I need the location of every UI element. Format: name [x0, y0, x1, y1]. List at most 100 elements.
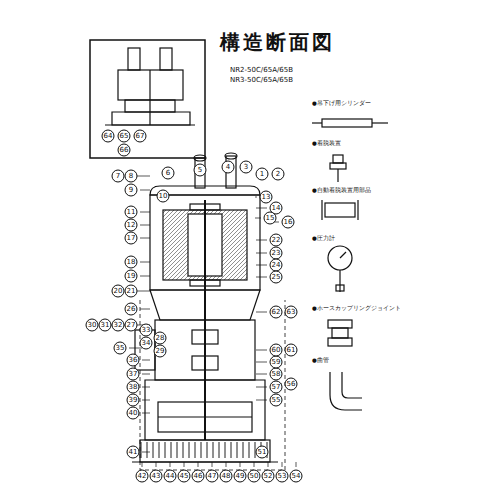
callout-number: 54 — [290, 470, 303, 483]
callout-number: 22 — [270, 234, 283, 247]
callout-number: 8 — [125, 170, 138, 183]
callout-number: 58 — [270, 368, 283, 381]
leader-line — [140, 309, 150, 310]
callout-number: 32 — [112, 319, 125, 332]
callout-number: 46 — [192, 470, 205, 483]
leader-line — [140, 238, 150, 239]
fitting-icon — [330, 155, 346, 182]
callout-number: 30 — [86, 319, 99, 332]
callout-number: 1 — [256, 168, 269, 181]
leader-line — [296, 462, 297, 467]
leader-line — [140, 176, 150, 177]
callout-number: 4 — [222, 161, 235, 174]
leader-line — [268, 462, 269, 467]
leader-line — [255, 197, 257, 198]
leader-line — [140, 291, 150, 292]
callout-number: 19 — [125, 270, 138, 283]
leader-line — [256, 362, 267, 363]
leader-line — [142, 387, 150, 388]
callout-number: 12 — [125, 219, 138, 232]
callout-number: 42 — [136, 470, 149, 483]
callout-number: 43 — [150, 470, 163, 483]
callout-number: 5 — [194, 164, 207, 177]
leader-line — [282, 462, 283, 467]
model-name: NR2-50C/65A/65B — [230, 66, 293, 74]
accessory-name: ●ホースカップリングジョイント — [312, 305, 401, 312]
callout-number: 45 — [178, 470, 191, 483]
callout-number: 3 — [240, 161, 253, 174]
pump-section — [90, 40, 285, 470]
gauge-icon — [328, 246, 352, 292]
accessory-name: ●着脱装置 — [312, 140, 341, 147]
leader-line — [198, 462, 199, 467]
cylinder-icon — [312, 119, 388, 127]
callout-number: 13 — [260, 191, 273, 204]
callout-number: 52 — [262, 470, 275, 483]
callout-number: 64 — [102, 130, 115, 143]
callout-number: 33 — [140, 324, 153, 337]
inset-pump — [105, 48, 195, 125]
callout-number: 26 — [125, 303, 138, 316]
callout-number: 21 — [125, 285, 138, 298]
callout-number: 20 — [112, 285, 125, 298]
leader-line — [256, 240, 267, 241]
callout-number: 50 — [248, 470, 261, 483]
callout-number: 34 — [140, 337, 153, 350]
callout-number: 36 — [127, 354, 140, 367]
callout-number: 41 — [127, 446, 140, 459]
callout-number: 9 — [125, 184, 138, 197]
leader-line — [142, 462, 143, 467]
callout-number: 48 — [220, 470, 233, 483]
leader-line — [256, 208, 267, 209]
leader-line — [170, 462, 171, 467]
leader-line — [184, 462, 185, 467]
leader-line — [254, 462, 255, 467]
callout-number: 15 — [264, 212, 277, 225]
callout-number: 59 — [270, 356, 283, 369]
callout-number: 51 — [256, 446, 269, 459]
callout-number: 16 — [282, 216, 295, 229]
leader-line — [142, 452, 150, 453]
leader-line — [156, 462, 157, 467]
leader-line — [255, 218, 261, 219]
leader-line — [212, 462, 213, 467]
callout-number: 35 — [114, 342, 127, 355]
accessory-name: ●吊下げ用シリンダー — [312, 100, 371, 107]
accessory-name: ●自動着脱装置用部品 — [312, 187, 371, 194]
leader-line — [256, 253, 267, 254]
accessory-name: ●曲管 — [312, 357, 329, 364]
leader-line — [256, 265, 267, 266]
leader-line — [129, 348, 142, 349]
callout-number: 47 — [206, 470, 219, 483]
callout-number: 57 — [270, 381, 283, 394]
flange-icon — [322, 200, 358, 220]
callout-number: 49 — [234, 470, 247, 483]
callout-number: 17 — [125, 232, 138, 245]
callout-number: 18 — [125, 256, 138, 269]
callout-number: 65 — [118, 130, 131, 143]
callout-number: 60 — [270, 344, 283, 357]
callout-number: 7 — [112, 170, 125, 183]
callout-number: 62 — [270, 306, 283, 319]
callout-number: 44 — [164, 470, 177, 483]
callout-number: 67 — [134, 130, 147, 143]
leader-line — [142, 360, 150, 361]
callout-number: 10 — [157, 190, 170, 203]
leader-line — [140, 190, 150, 191]
leader-line — [256, 350, 267, 351]
leader-line — [142, 413, 150, 414]
callout-number: 38 — [127, 381, 140, 394]
callout-number: 2 — [272, 168, 285, 181]
callout-number: 27 — [125, 319, 138, 332]
callout-number: 56 — [285, 378, 298, 391]
leader-line — [256, 312, 267, 313]
leader-line — [142, 374, 150, 375]
leader-line — [226, 462, 227, 467]
callout-number: 61 — [285, 344, 298, 357]
accessory-name: ●圧力計 — [312, 235, 335, 242]
callout-number: 28 — [154, 332, 167, 345]
accessory-icons — [312, 119, 388, 410]
leader-line — [256, 374, 267, 375]
